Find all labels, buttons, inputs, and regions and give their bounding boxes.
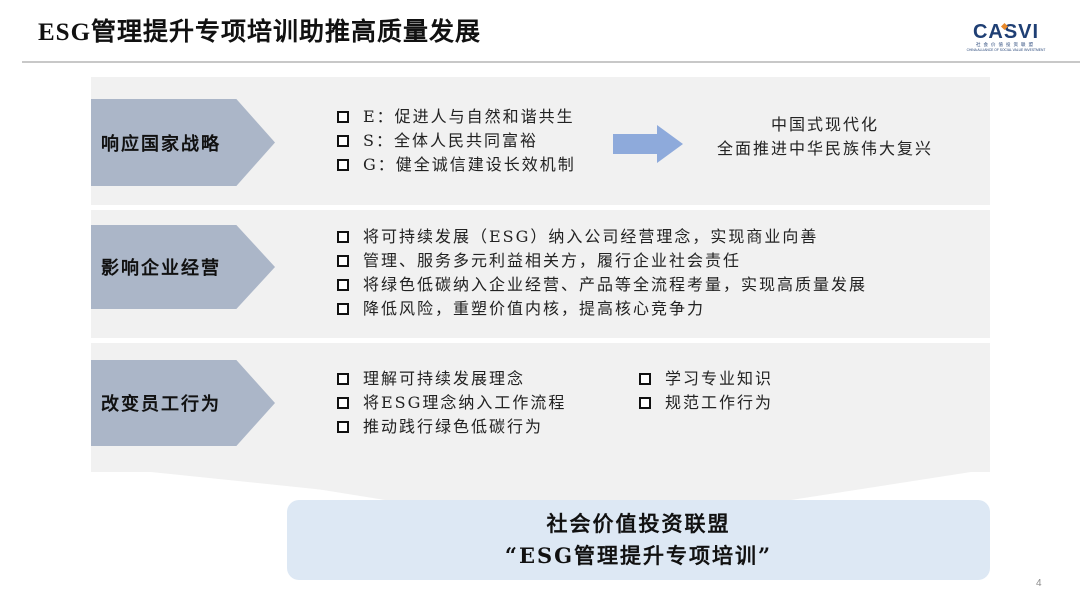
bullet-item: 将绿色低碳纳入企业经营、产品等全流程考量，实现高质量发展 xyxy=(337,273,867,297)
bullet-item: E：促进人与自然和谐共生 xyxy=(337,105,576,129)
section-national-strategy-bullets: E：促进人与自然和谐共生 S：全体人民共同富裕 G：健全诚信建设长效机制 xyxy=(337,105,576,177)
checkbox-square-icon xyxy=(337,255,349,267)
checkbox-square-icon xyxy=(639,397,651,409)
checkbox-square-icon xyxy=(639,373,651,385)
funnel-shape xyxy=(91,472,990,501)
section-national-strategy-chevron: 响应国家战略 xyxy=(91,99,275,186)
section-label: 影响企业经营 xyxy=(101,258,221,279)
goal-text: 中国式现代化 全面推进中华民族伟大复兴 xyxy=(690,113,960,161)
svg-text:社会价值投资联盟: 社会价值投资联盟 xyxy=(976,41,1036,48)
page-title: ESG管理提升专项培训助推高质量发展 xyxy=(38,19,482,46)
checkbox-square-icon xyxy=(337,279,349,291)
bullet-item: 降低风险，重塑价值内核，提高核心竞争力 xyxy=(337,297,867,321)
banner-line-1: 社会价值投资联盟 xyxy=(546,511,731,536)
svg-text:CHINA ALLIANCE OF SOCIAL VALUE: CHINA ALLIANCE OF SOCIAL VALUE INVESTMEN… xyxy=(967,48,1046,52)
right-arrow-icon xyxy=(613,125,683,163)
checkbox-square-icon xyxy=(337,159,349,171)
checkbox-square-icon xyxy=(337,231,349,243)
bullet-item: 推动践行绿色低碳行为 xyxy=(337,415,566,439)
svg-text:CASVI: CASVI xyxy=(973,21,1039,43)
checkbox-square-icon xyxy=(337,111,349,123)
bullet-item: 管理、服务多元利益相关方，履行企业社会责任 xyxy=(337,249,867,273)
section-business-bullets: 将可持续发展（ESG）纳入公司经营理念，实现商业向善 管理、服务多元利益相关方，… xyxy=(337,225,867,321)
banner-line-2: “ESG管理提升专项培训” xyxy=(504,543,773,568)
casvi-logo-icon: CASVI 社会价值投资联盟 CHINA ALLIANCE OF SOCIAL … xyxy=(967,21,1046,52)
bullet-item: 将可持续发展（ESG）纳入公司经营理念，实现商业向善 xyxy=(337,225,867,249)
section-label: 改变员工行为 xyxy=(101,394,221,415)
title-divider xyxy=(22,61,1080,63)
bullet-item: 理解可持续发展理念 xyxy=(337,367,566,391)
section-label: 响应国家战略 xyxy=(101,133,221,155)
bullet-item: S：全体人民共同富裕 xyxy=(337,129,576,153)
goal-line: 全面推进中华民族伟大复兴 xyxy=(716,139,933,158)
checkbox-square-icon xyxy=(337,135,349,147)
checkbox-square-icon xyxy=(337,397,349,409)
casvi-logo: CASVI 社会价值投资联盟 CHINA ALLIANCE OF SOCIAL … xyxy=(958,20,1054,54)
goal-line: 中国式现代化 xyxy=(770,115,879,134)
section-employee-bullets-right: 学习专业知识 规范工作行为 xyxy=(639,367,773,415)
checkbox-square-icon xyxy=(337,303,349,315)
section-employee-chevron: 改变员工行为 xyxy=(91,360,275,446)
bullet-item: 学习专业知识 xyxy=(639,367,773,391)
bullet-item: 规范工作行为 xyxy=(639,391,773,415)
checkbox-square-icon xyxy=(337,373,349,385)
alliance-banner: 社会价值投资联盟 “ESG管理提升专项培训” xyxy=(287,500,990,580)
section-business-chevron: 影响企业经营 xyxy=(91,225,275,309)
bullet-item: 将ESG理念纳入工作流程 xyxy=(337,391,566,415)
page-number: 4 xyxy=(1036,578,1042,589)
checkbox-square-icon xyxy=(337,421,349,433)
section-employee-bullets-left: 理解可持续发展理念 将ESG理念纳入工作流程 推动践行绿色低碳行为 xyxy=(337,367,566,439)
bullet-item: G：健全诚信建设长效机制 xyxy=(337,153,576,177)
